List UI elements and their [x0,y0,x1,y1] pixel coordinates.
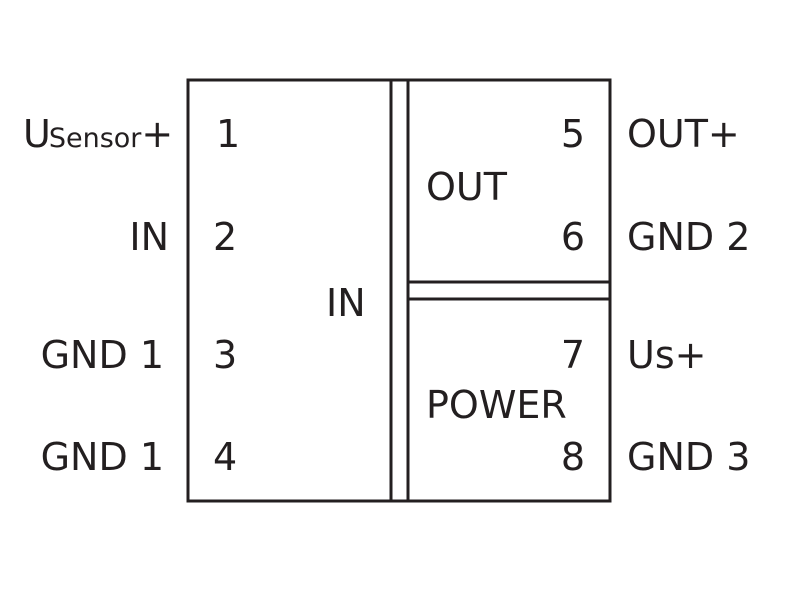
block-out-label: OUT [426,165,508,209]
pin-number-3: 3 [213,333,237,377]
block-in [186,78,393,503]
pin-number-2: 2 [213,215,237,259]
module-outline [186,78,612,503]
block-power-label: POWER [426,383,567,427]
left-label-2: IN [129,215,169,259]
pin-number-4: 4 [213,435,237,479]
pin-number-8: 8 [561,435,585,479]
left-label-1-main: U [23,112,51,156]
pin-number-6: 6 [561,215,585,259]
block-in-label: IN [326,281,366,325]
right-label-8: GND 3 [627,435,750,479]
right-label-5: OUT+ [627,112,740,156]
right-label-6: GND 2 [627,215,750,259]
pin-number-5: 5 [561,112,585,156]
left-label-3: GND 1 [41,333,164,377]
pin-number-1: 1 [216,112,240,156]
left-label-1-suffix: + [141,112,173,156]
left-label-4: GND 1 [41,435,164,479]
left-label-1-sub: Sensor [49,123,142,154]
pin-number-7: 7 [561,333,585,377]
right-label-7: Us+ [627,333,706,377]
left-label-1: USensor+ [23,112,173,156]
